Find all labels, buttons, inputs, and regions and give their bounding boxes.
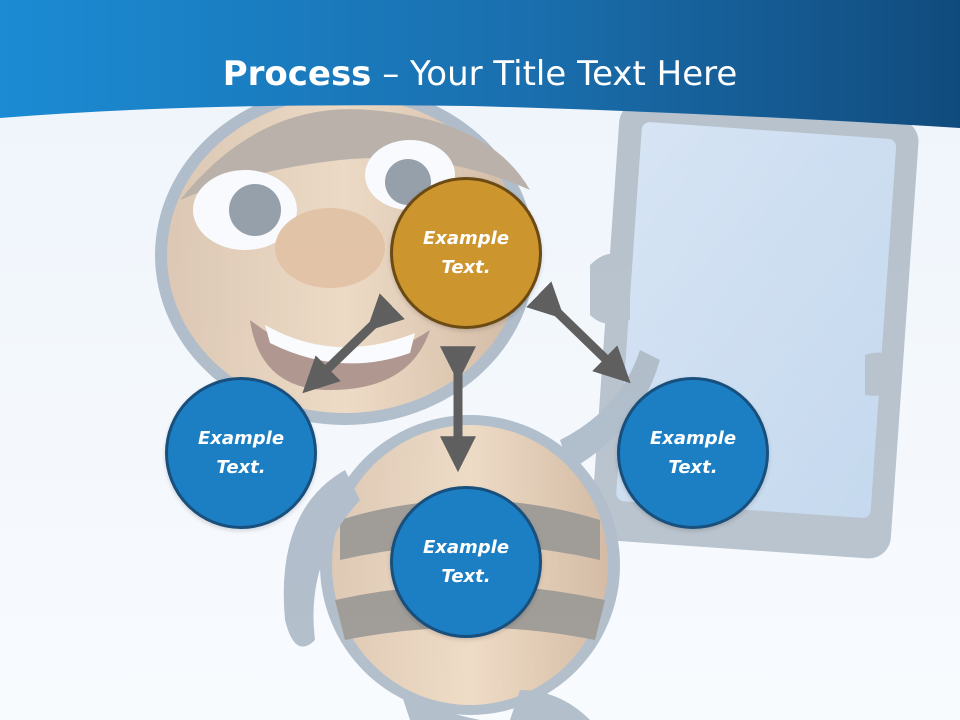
title-bold: Process [222,54,372,94]
header-band [0,0,960,128]
page-title: Process – Your Title Text Here [0,52,960,96]
process-node-right[interactable]: Example Text. [617,377,769,529]
title-rest: – Your Title Text Here [371,54,738,94]
process-node-top-label: Example Text. [422,228,510,278]
process-node-left[interactable]: Example Text. [165,377,317,529]
process-node-bottom-label: Example Text. [422,537,510,587]
process-node-top[interactable]: Example Text. [390,177,542,329]
process-node-left-label: Example Text. [197,428,285,478]
process-node-right-label: Example Text. [649,428,737,478]
process-node-bottom[interactable]: Example Text. [390,486,542,638]
